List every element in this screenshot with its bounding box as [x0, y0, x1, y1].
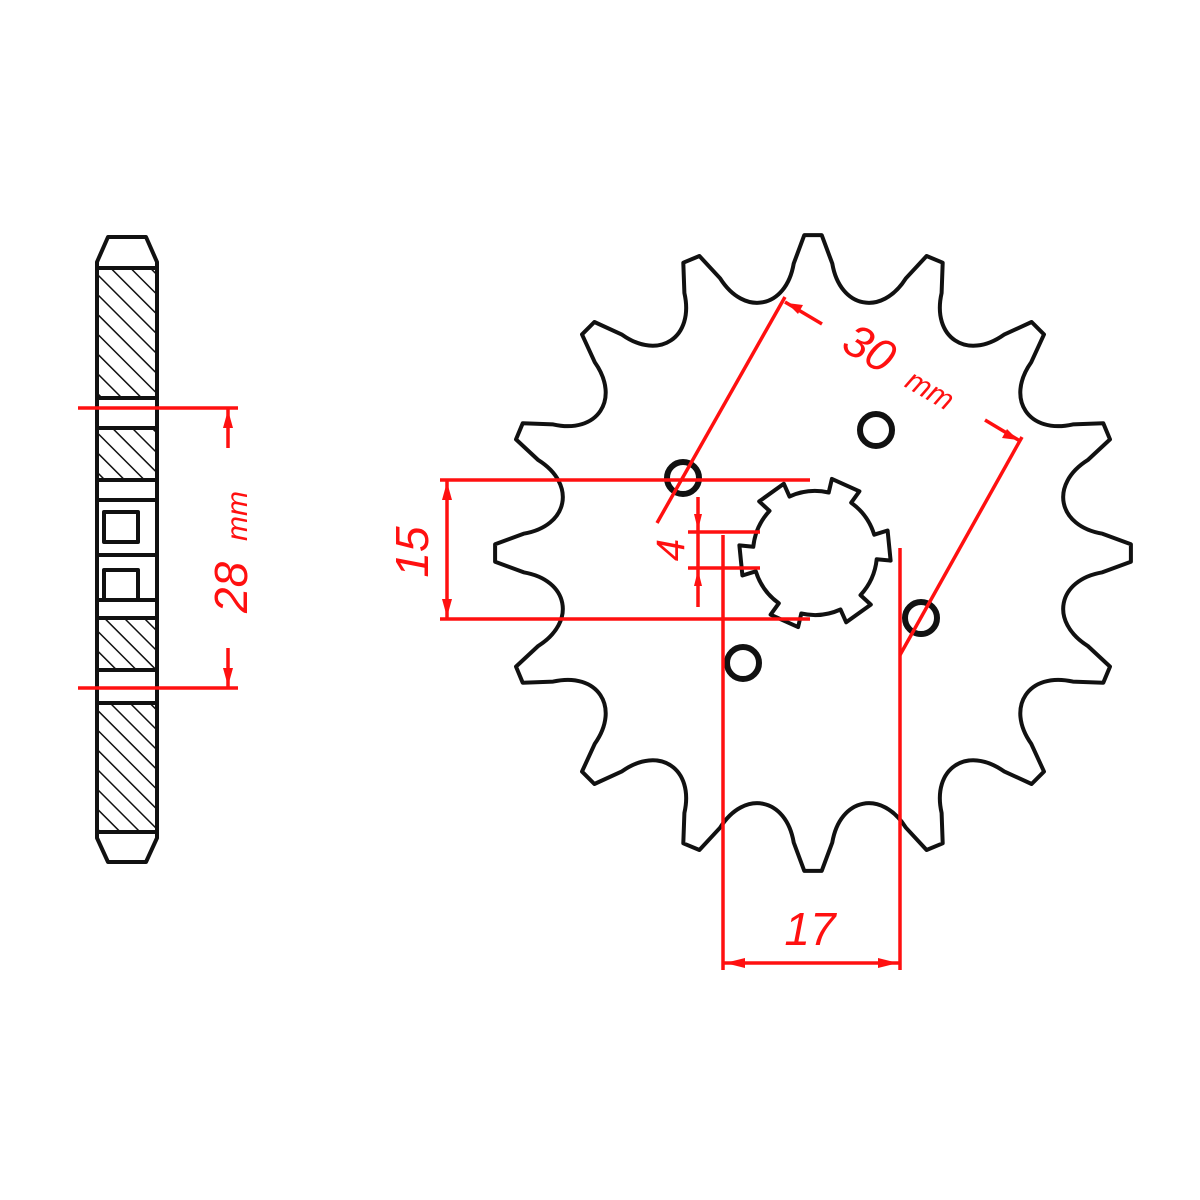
spline-cutout [102, 568, 140, 602]
side-view: 28 mm [78, 235, 257, 864]
dim-15-value: 15 [386, 526, 438, 578]
svg-text:28 mm: 28 mm [205, 491, 257, 614]
bolt-hole [664, 459, 702, 497]
hatch-top [99, 270, 155, 397]
spline-cutout [102, 510, 140, 544]
dim-4-value: 4 [649, 539, 693, 561]
spline-hub-outline [737, 476, 893, 630]
sprocket-outline [493, 233, 1133, 873]
dim-17-arrow-right [878, 958, 898, 968]
dim-15-arrow-top [442, 482, 452, 500]
svg-text:30 mm: 30 mm [834, 313, 967, 420]
bolt-hole [724, 644, 762, 682]
side-profile-outline [95, 235, 159, 864]
hatch-lower-mid [99, 620, 155, 668]
dim-30-extension-right [898, 436, 1024, 656]
dim-28-arrow-top [223, 410, 233, 428]
hatch-upper-mid [99, 430, 155, 478]
dim-28-unit: mm [221, 491, 254, 541]
dim-30-extension-left [655, 296, 787, 524]
dim-28-value: 28 [205, 561, 257, 614]
front-view: 15 4 17 30 mm [386, 233, 1133, 970]
dim-30-arrow-right [1002, 429, 1018, 440]
bolt-hole [902, 599, 940, 637]
dim-4-arrow-top [694, 514, 702, 530]
dim-15-arrow-bottom [442, 599, 452, 617]
dim-30-value: 30 [834, 313, 905, 384]
bolt-hole [857, 411, 895, 449]
dim-30-arrow-left [787, 303, 803, 314]
dim-17-value: 17 [784, 903, 837, 955]
dim-17-arrow-left [725, 958, 745, 968]
dim-4-arrow-bottom [694, 570, 702, 586]
hatch-bottom [99, 705, 155, 830]
dim-30-unit: mm [900, 364, 960, 418]
dim-28-arrow-bottom [223, 668, 233, 686]
